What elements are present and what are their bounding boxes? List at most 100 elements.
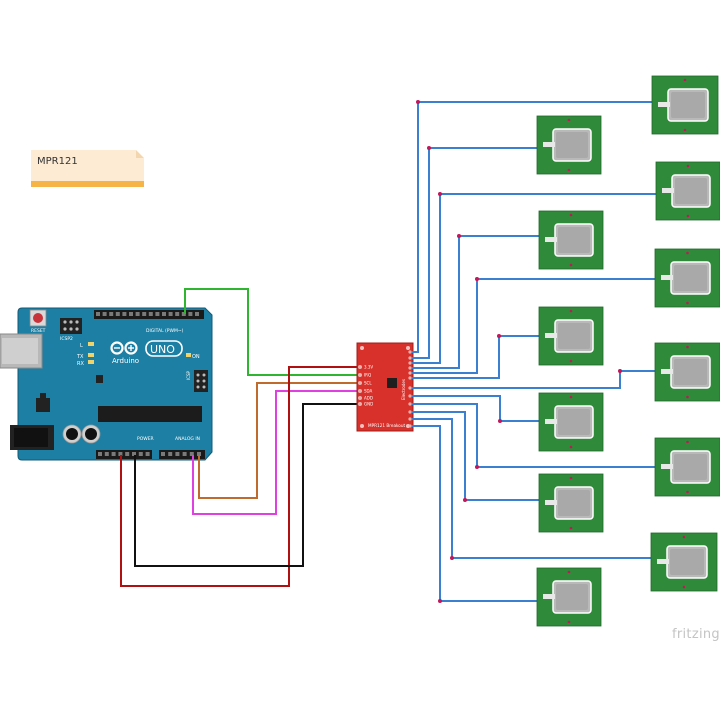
- touch-pad: [538, 210, 604, 270]
- power-header: [96, 450, 152, 459]
- header-pin: [175, 452, 180, 456]
- pin-label: IRQ: [364, 373, 371, 378]
- wire-endpoints: [416, 100, 622, 603]
- electrode-pin: [408, 356, 412, 360]
- header-pin: [122, 312, 127, 316]
- breakout-pin: [358, 373, 362, 377]
- note-fold: [136, 150, 144, 158]
- header-pin: [168, 452, 173, 456]
- wire-e4: [412, 395, 543, 422]
- icsp-label: ICSP: [186, 370, 191, 380]
- electrode-pin: [408, 386, 412, 390]
- electrode-pin: [408, 402, 412, 406]
- touch-pads: [536, 75, 720, 627]
- wire-e9: [412, 193, 656, 364]
- wire-e7: [412, 278, 655, 374]
- led-rx-label: RX: [77, 361, 84, 367]
- touch-pad: [536, 115, 602, 175]
- header-pin: [195, 312, 199, 316]
- note-bar: [31, 181, 144, 187]
- pin-label: ADD: [364, 396, 373, 401]
- electrode-pin: [408, 361, 412, 365]
- breakout-pin: [358, 381, 362, 385]
- header-pin: [181, 312, 186, 316]
- wire-e0: [412, 425, 541, 602]
- touch-pad: [651, 75, 719, 135]
- electrode-pin: [408, 410, 412, 414]
- uno-label: UNO: [150, 343, 175, 356]
- touch-pad: [538, 306, 604, 366]
- note-text: MPR121: [37, 156, 78, 167]
- breakout-pin: [358, 396, 362, 400]
- header-pin: [132, 452, 136, 456]
- touch-pad: [654, 437, 720, 497]
- pin-label: SCL: [364, 381, 372, 386]
- digital-label: DIGITAL (PWM~): [146, 328, 184, 334]
- mpr121-note: MPR121: [31, 150, 144, 187]
- arduino-uno-board: RESET ICSP2 DIGITAL (PWM~) L TX RX Ardui…: [0, 307, 213, 461]
- led-tx-label: TX: [76, 354, 84, 360]
- wire-e1: [412, 418, 653, 559]
- electrode-pin: [408, 394, 412, 398]
- touch-pad: [538, 473, 604, 533]
- header-pin: [125, 452, 130, 456]
- header-pin: [109, 312, 114, 316]
- wire-scl-orange: [198, 382, 360, 499]
- breakout-pin: [358, 389, 362, 393]
- wire-e10: [412, 147, 545, 359]
- electrode-pin: [408, 376, 412, 380]
- electrode-pin: [408, 350, 412, 354]
- header-pin: [175, 312, 180, 316]
- electrode-pin: [408, 366, 412, 370]
- wire-e3: [412, 403, 655, 468]
- wire-sda-magenta: [192, 390, 360, 515]
- mpr121-chip: [387, 378, 397, 388]
- breakout-label: MPR121 Breakout: [368, 423, 406, 428]
- arduino-brand: Arduino: [112, 357, 139, 365]
- electrode-pin: [408, 417, 412, 421]
- wire-e8: [412, 235, 545, 369]
- header-pin: [168, 312, 173, 316]
- header-pin: [102, 312, 107, 316]
- power-label: POWER: [137, 436, 154, 442]
- atmega-chip: [98, 406, 202, 422]
- header-pin: [162, 312, 166, 316]
- header-pin: [129, 312, 133, 316]
- header-pin: [138, 452, 143, 456]
- header-pin: [96, 312, 100, 316]
- pin-label: GND: [364, 402, 373, 407]
- breakout-pin: [358, 402, 362, 406]
- electrode-pin: [408, 424, 412, 428]
- header-pin: [104, 452, 109, 456]
- icsp2-header: [60, 318, 82, 334]
- wire-3v3-red: [120, 366, 360, 587]
- electrodes-label: Electrodes: [401, 379, 406, 400]
- wire-gnd-black: [134, 403, 360, 567]
- header-pin: [145, 452, 150, 456]
- electrode-wires: [412, 101, 656, 602]
- led-l-label: L: [80, 343, 83, 349]
- wire-e11: [412, 101, 652, 353]
- wire-e6: [412, 335, 543, 379]
- header-pin: [155, 312, 160, 316]
- touch-pad: [650, 532, 718, 592]
- touch-pad: [655, 161, 720, 221]
- reset-label: RESET: [31, 328, 46, 334]
- header-pin: [161, 452, 165, 456]
- header-pin: [115, 312, 120, 316]
- header-pin: [182, 452, 187, 456]
- analog-header: [159, 450, 205, 459]
- arduino-logo: [110, 341, 138, 355]
- pin-label: SDA: [364, 389, 373, 394]
- touch-pad: [654, 342, 720, 402]
- arduino-wires: [120, 288, 360, 587]
- touch-pad: [536, 567, 602, 627]
- header-pin: [111, 452, 116, 456]
- touch-pad: [538, 392, 604, 452]
- wire-e5: [412, 370, 655, 389]
- header-pin: [197, 452, 201, 456]
- header-pin: [148, 312, 153, 316]
- header-pin: [188, 312, 193, 316]
